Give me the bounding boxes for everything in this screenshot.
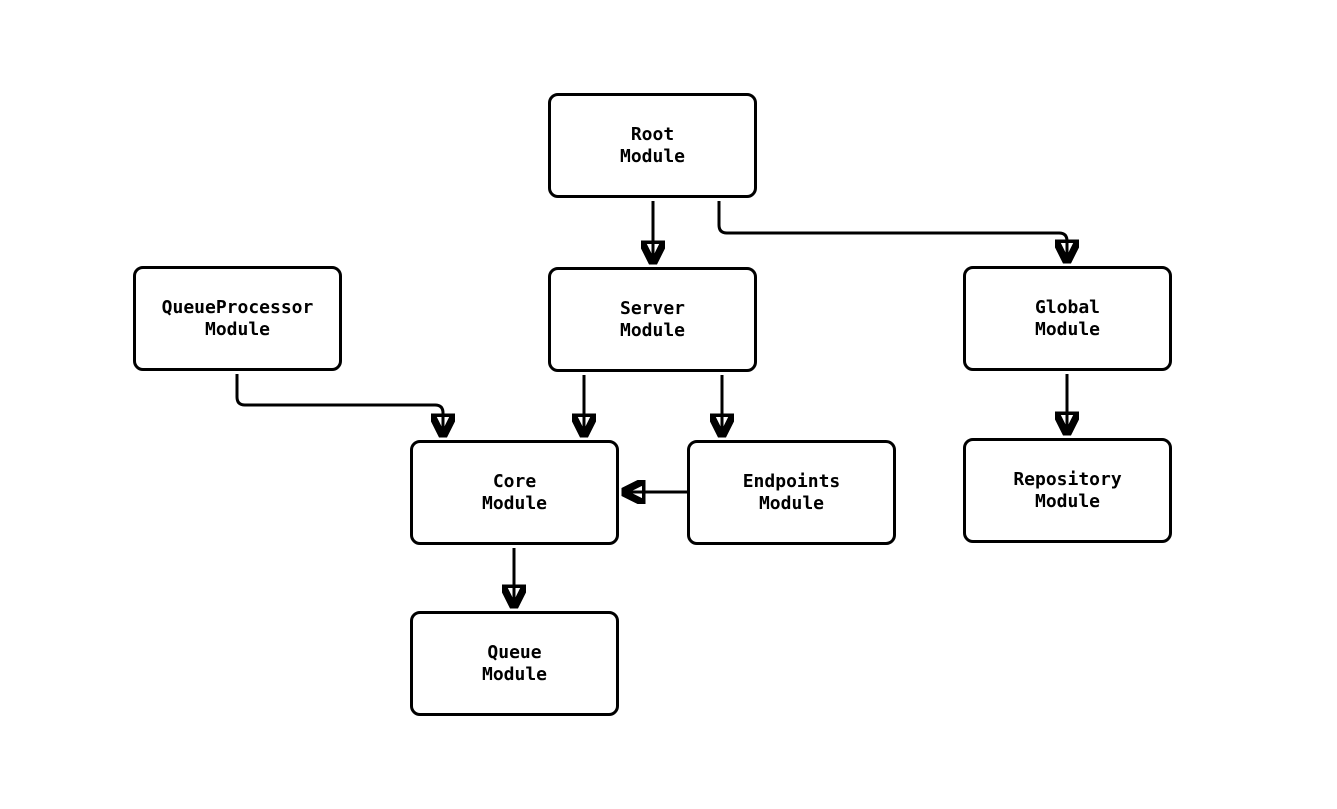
edge-queueprocessor-to-core [235,374,443,435]
node-core-module-label: Core Module [481,470,548,514]
node-endpoints-module-label: Endpoints Module [742,470,841,514]
node-global-module-label: Global Module [1034,296,1101,340]
node-server-module: Server Module [548,267,757,372]
node-repository-module-label: Repository Module [1013,468,1122,512]
node-global-module: Global Module [963,266,1172,371]
edge-root-to-global [717,201,1067,261]
node-root-module-label: Root Module [619,123,686,167]
node-queue-module: Queue Module [410,611,619,716]
node-queueprocessor-module: QueueProcessor Module [133,266,342,371]
node-server-module-label: Server Module [619,297,686,341]
node-endpoints-module: Endpoints Module [687,440,896,545]
node-repository-module: Repository Module [963,438,1172,543]
node-queueprocessor-module-label: QueueProcessor Module [161,296,314,340]
node-core-module: Core Module [410,440,619,545]
node-queue-module-label: Queue Module [481,641,548,685]
node-root-module: Root Module [548,93,757,198]
